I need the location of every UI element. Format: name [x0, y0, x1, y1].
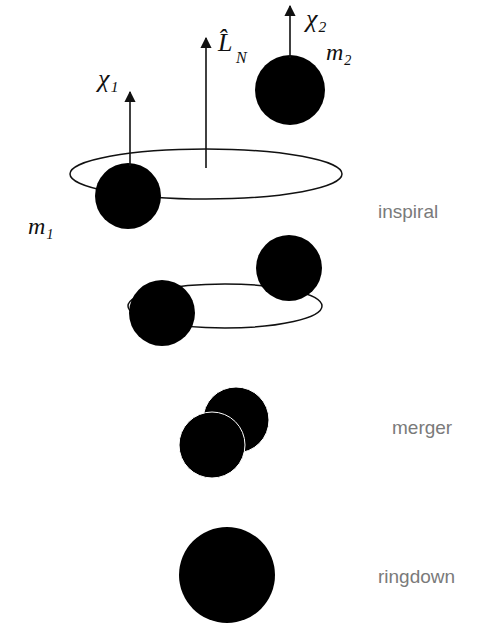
black-hole	[255, 55, 325, 125]
spin-symbol: χ₁	[98, 66, 118, 92]
black-hole	[179, 527, 275, 623]
stage-label: inspiral	[378, 202, 438, 221]
spin-arrow	[289, 6, 291, 58]
mass-symbol: m₁	[28, 214, 54, 238]
subscript-letter: N	[236, 50, 247, 66]
black-hole	[95, 163, 161, 229]
black-hole	[129, 280, 195, 346]
momentum-symbol: L̂	[218, 30, 232, 56]
angular-momentum-arrow	[205, 38, 207, 168]
spin-arrow	[129, 92, 131, 166]
spin-symbol: χ₂	[306, 6, 326, 32]
black-hole	[179, 412, 245, 478]
mass-symbol: m₂	[326, 40, 352, 64]
stage-label: ringdown	[378, 567, 455, 586]
black-hole	[256, 235, 322, 301]
stage-label: merger	[392, 418, 452, 437]
